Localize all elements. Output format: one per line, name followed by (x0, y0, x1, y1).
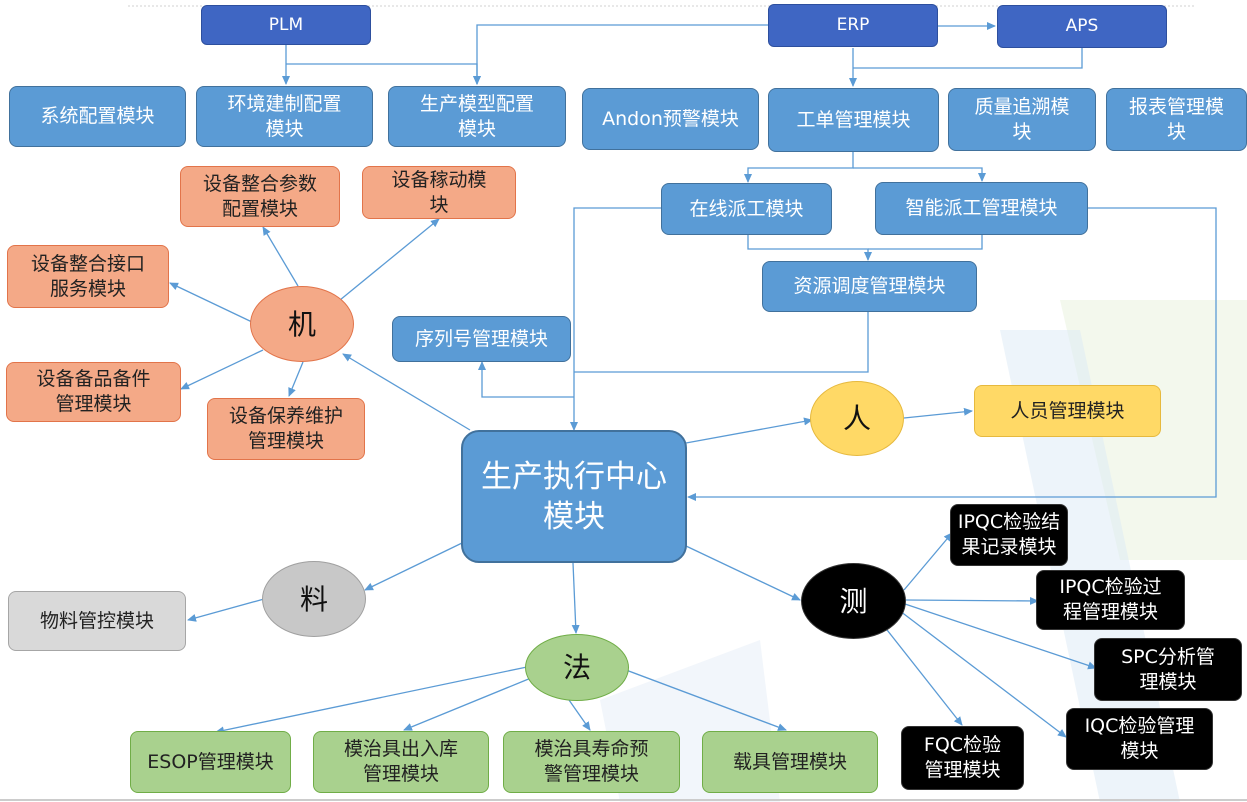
equipment-utilization-module: 设备稼动模 块 (362, 166, 516, 219)
aps-system: APS (997, 5, 1167, 48)
quality-trace-module: 质量追溯模 块 (948, 88, 1096, 151)
man-hub: 人 (810, 381, 904, 456)
method-hub: 法 (525, 634, 629, 701)
fixture-inout-module: 模治具出入库 管理模块 (313, 731, 489, 793)
environment-config-module: 环境建制配置 模块 (196, 86, 373, 147)
personnel-module: 人员管理模块 (974, 385, 1161, 437)
andon-alert-module: Andon预警模块 (582, 88, 759, 150)
work-order-module: 工单管理模块 (768, 88, 939, 152)
report-module: 报表管理模 块 (1106, 88, 1247, 151)
machine-hub: 机 (250, 286, 354, 362)
iqc-module: IQC检验管理 模块 (1066, 708, 1213, 770)
ipqc-process-module: IPQC检验过 程管理模块 (1036, 570, 1185, 630)
ipqc-result-module: IPQC检验结 果记录模块 (950, 504, 1068, 566)
erp-system: ERP (768, 4, 938, 47)
fqc-module: FQC检验 管理模块 (901, 726, 1024, 790)
serial-number-module: 序列号管理模块 (392, 316, 571, 362)
fixture-life-alert-module: 模治具寿命预 警管理模块 (503, 731, 680, 793)
esop-module: ESOP管理模块 (130, 731, 291, 793)
equipment-param-config-module: 设备整合参数 配置模块 (180, 166, 340, 227)
production-execution-center: 生产执行中心 模块 (461, 430, 687, 563)
carrier-module: 载具管理模块 (702, 731, 878, 793)
online-dispatch-module: 在线派工模块 (661, 183, 832, 235)
smart-dispatch-module: 智能派工管理模块 (875, 182, 1088, 235)
material-control-module: 物料管控模块 (8, 591, 186, 651)
production-model-config-module: 生产模型配置 模块 (388, 86, 566, 147)
material-hub: 料 (262, 561, 366, 637)
measure-hub: 测 (801, 563, 906, 639)
system-config-module: 系统配置模块 (9, 86, 186, 147)
spc-analysis-module: SPC分析管 理模块 (1094, 638, 1242, 701)
plm-system: PLM (201, 5, 371, 45)
equipment-spare-parts-module: 设备备品备件 管理模块 (6, 362, 181, 422)
equipment-interface-module: 设备整合接口 服务模块 (7, 245, 169, 308)
resource-scheduling-module: 资源调度管理模块 (762, 261, 977, 312)
equipment-maintenance-module: 设备保养维护 管理模块 (207, 398, 365, 460)
